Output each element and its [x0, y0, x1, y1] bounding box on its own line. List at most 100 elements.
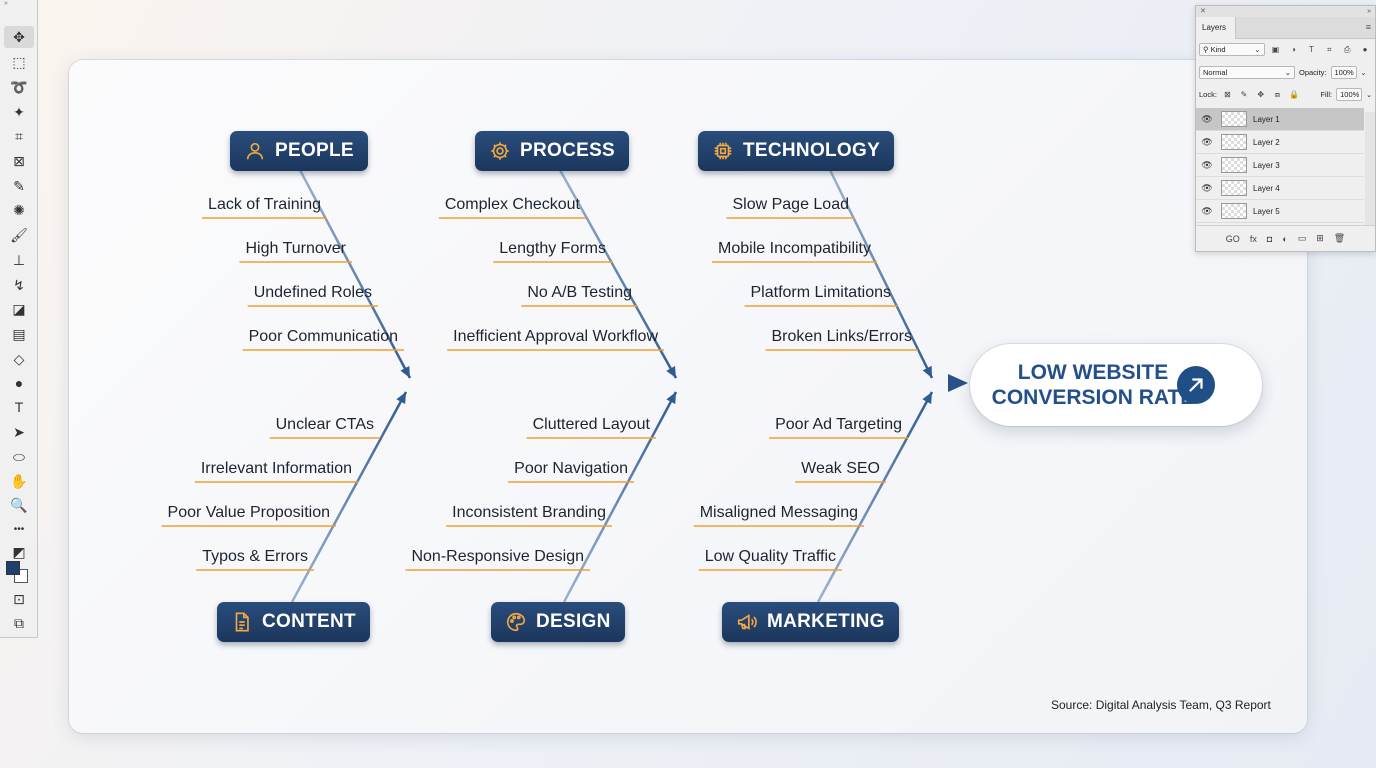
blend-row: Normal⌄ Opacity: 100% ⌄ [1199, 66, 1372, 79]
opacity-input[interactable]: 100% [1330, 66, 1357, 79]
new-group-icon[interactable]: ▭ [1297, 233, 1307, 243]
hand-tool-icon[interactable]: ✋ [10, 473, 28, 489]
layer-row[interactable]: 👁 Layer 4 [1196, 177, 1364, 200]
chevron-down-icon[interactable]: ⌄ [1366, 91, 1372, 99]
cause-label: Poor Communication [248, 328, 398, 345]
fx-icon[interactable]: fx [1249, 233, 1257, 244]
layer-row[interactable]: 👁Layer 2 [1196, 131, 1364, 154]
collapse-panel-icon[interactable]: » [1367, 8, 1371, 15]
crop-tool-icon[interactable]: ⌗ [15, 128, 23, 144]
layers-panel: ✕ » Layers ≡ ⚲ Kind⌄ ▣ ◑ T ⌗ ⎙ ● Normal⌄… [1195, 5, 1376, 252]
adjustment-layer-icon[interactable]: ◐ [1282, 233, 1288, 244]
add-mask-icon[interactable]: ◘ [1266, 233, 1273, 244]
type-tool-icon[interactable]: T [14, 399, 24, 415]
delete-layer-icon[interactable]: 🗑 [1333, 233, 1346, 243]
filter-shape-icon[interactable]: ⌗ [1327, 44, 1332, 54]
lock-position-icon[interactable]: ✥ [1257, 90, 1265, 99]
effect-title: LOW WEBSITE CONVERSION RATE [988, 360, 1198, 410]
eyedropper-tool-icon[interactable]: ✎ [13, 178, 25, 194]
cause-label: No A/B Testing [527, 284, 632, 301]
stamp-tool-icon[interactable]: ⊥ [12, 252, 26, 268]
magic-wand-tool-icon[interactable]: ✦ [13, 104, 25, 120]
gradient-tool-icon[interactable]: ▤ [12, 326, 26, 342]
category-content: CONTENT [217, 602, 370, 642]
lock-transparent-icon[interactable]: ⊠ [1223, 90, 1231, 99]
eye-icon[interactable]: 👁 [1201, 205, 1213, 216]
chevron-down-icon: ⌄ [1284, 68, 1291, 77]
category-design: DESIGN [491, 602, 625, 642]
cause-label: Slow Page Load [732, 196, 849, 213]
category-label: TECHNOLOGY [743, 140, 881, 161]
chevron-down-icon[interactable]: ⌄ [1360, 69, 1367, 77]
effect-title-line1: LOW WEBSITE [1017, 361, 1169, 384]
filter-toggle-icon[interactable]: ● [1362, 45, 1368, 54]
effect-box: LOW WEBSITE CONVERSION RATE [970, 344, 1262, 426]
lock-pixels-icon[interactable]: ✎ [1240, 90, 1248, 99]
foreground-color-swatch[interactable] [6, 561, 20, 575]
lock-label: Lock: [1199, 90, 1217, 99]
frame-tool-icon[interactable]: ⊠ [13, 153, 25, 169]
path-selection-tool-icon[interactable]: ➤ [13, 424, 25, 440]
ellipse-tool-icon[interactable]: ⬭ [13, 449, 25, 465]
category-process: PROCESS [475, 131, 630, 171]
category-label: CONTENT [262, 611, 356, 632]
blur-tool-icon[interactable]: ◇ [13, 351, 25, 367]
lock-row: Lock: ⊠ ✎ ✥ ⧈ 🔒 Fill: 100% ⌄ [1199, 88, 1372, 101]
brush-tool-icon[interactable]: 🖌 [10, 227, 28, 243]
lock-artboard-icon[interactable]: ⧈ [1274, 89, 1280, 99]
history-brush-tool-icon[interactable]: ↯ [13, 277, 25, 293]
move-tool-icon[interactable]: ✥ [4, 26, 34, 48]
source-note: Source: Digital Analysis Team, Q3 Report [1051, 698, 1271, 712]
effect-title-line2: CONVERSION RATE [991, 386, 1195, 409]
marquee-tool-icon[interactable]: ⬚ [12, 54, 26, 70]
default-colors-icon[interactable]: ◩ [12, 544, 26, 560]
quick-mask-icon[interactable]: ⊡ [13, 591, 25, 607]
blend-mode-select[interactable]: Normal⌄ [1199, 66, 1295, 79]
cause-label: Platform Limitations [750, 284, 892, 301]
eye-icon[interactable]: 👁 [1201, 136, 1213, 147]
layers-scrollbar[interactable] [1365, 112, 1375, 226]
filter-adjustment-icon[interactable]: ◑ [1291, 45, 1296, 54]
filter-pixel-icon[interactable]: ▣ [1271, 45, 1280, 54]
new-layer-icon[interactable]: ⊞ [1316, 233, 1324, 243]
opacity-label: Opacity: [1299, 68, 1327, 77]
layer-name: Layer 4 [1253, 183, 1280, 193]
layer-row[interactable]: 👁Layer 3 [1196, 154, 1364, 177]
spot-healing-tool-icon[interactable]: ✺ [13, 202, 25, 218]
zoom-tool-icon[interactable]: 🔍 [10, 497, 28, 513]
layer-thumbnail [1221, 134, 1247, 150]
eye-icon[interactable]: 👁 [1201, 182, 1213, 193]
close-panel-icon[interactable]: ✕ [1200, 8, 1206, 15]
cause-label: High Turnover [245, 240, 347, 257]
layer-name: Layer 1 [1253, 114, 1280, 124]
fill-input[interactable]: 100% [1336, 88, 1363, 101]
category-people: PEOPLE [230, 131, 368, 171]
cause-label: Unclear CTAs [275, 416, 374, 433]
cause-label: Inconsistent Branding [452, 504, 606, 521]
screen-mode-icon[interactable]: ⧉ [14, 615, 24, 631]
cause-label: Lack of Training [208, 196, 321, 213]
filter-kind-select[interactable]: ⚲ Kind⌄ [1199, 43, 1265, 56]
eraser-tool-icon[interactable]: ◪ [12, 301, 26, 317]
dodge-tool-icon[interactable]: ● [14, 375, 24, 391]
eye-icon[interactable]: 👁 [1201, 113, 1213, 124]
layer-thumbnail [1221, 157, 1247, 173]
eye-icon[interactable]: 👁 [1201, 159, 1213, 170]
cause-label: Misaligned Messaging [699, 504, 858, 521]
cause-label: Non-Responsive Design [411, 548, 584, 565]
search-icon: ⚲ [1203, 45, 1209, 54]
tab-layers[interactable]: Layers [1196, 17, 1236, 39]
cause-label: Weak SEO [801, 460, 880, 477]
filter-smart-object-icon[interactable]: ⎙ [1343, 44, 1351, 54]
category-marketing: MARKETING [722, 602, 899, 642]
panel-menu-icon[interactable]: ≡ [1365, 22, 1371, 32]
lasso-tool-icon[interactable]: ➰ [10, 79, 28, 95]
panel-grip-icon[interactable]: » [4, 0, 8, 7]
layer-row[interactable]: 👁 Layer 1 [1196, 108, 1364, 131]
more-tools-icon[interactable]: ••• [13, 524, 25, 535]
layer-row[interactable]: 👁Layer 5 [1196, 200, 1364, 223]
filter-type-icon[interactable]: T [1308, 45, 1314, 54]
link-layers-icon[interactable]: GO [1225, 233, 1240, 244]
cause-label: Irrelevant Information [200, 460, 352, 477]
lock-all-icon[interactable]: 🔒 [1289, 90, 1300, 99]
